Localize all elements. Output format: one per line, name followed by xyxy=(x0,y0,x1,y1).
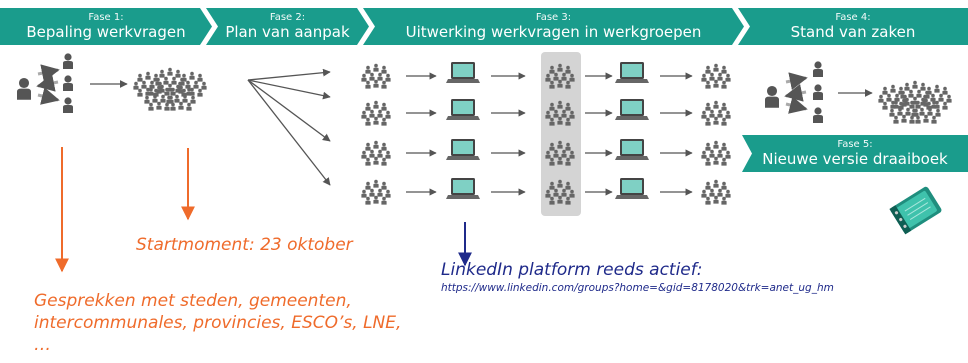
phase-5-title: Nieuwe versie draaiboek xyxy=(762,150,948,168)
phase-2-title: Plan van aanpak xyxy=(225,23,350,41)
group-icon xyxy=(878,81,951,124)
phase-2-label: Fase 2: xyxy=(269,12,306,23)
group-icon xyxy=(361,101,390,126)
person-icon xyxy=(63,53,73,69)
phase-4-title: Stand van zaken xyxy=(790,23,916,41)
group-icon xyxy=(361,141,390,166)
linkedin-url[interactable]: https://www.linkedin.com/groups?home=&gi… xyxy=(441,282,834,294)
person-icon xyxy=(17,77,31,100)
laptop-icon xyxy=(615,99,649,120)
laptop-icon xyxy=(446,139,480,160)
gesprekken-note: Gesprekken met steden, gemeenten, interc… xyxy=(34,291,402,355)
linkedin-note: LinkedIn platform reeds actief: xyxy=(441,260,703,280)
person-icon xyxy=(765,85,780,108)
phase-3-workflows xyxy=(361,62,730,205)
person-icon xyxy=(813,107,823,123)
group-icon xyxy=(361,180,390,205)
laptop-icon xyxy=(446,62,480,83)
phase-5-banner: Fase 5: Nieuwe versie draaiboek xyxy=(742,135,968,172)
phase-5-label: Fase 5: xyxy=(837,139,873,150)
phase-1-title: Bepaling werkvragen xyxy=(26,23,186,41)
phase-1-drawing xyxy=(17,53,207,113)
phase-3-banner: Fase 3: Uitwerking werkvragen in werkgro… xyxy=(363,8,744,45)
laptop-icon xyxy=(446,99,480,120)
phase-4-label: Fase 4: xyxy=(835,12,871,23)
person-icon xyxy=(63,75,73,91)
group-icon xyxy=(701,101,730,126)
phase-4-drawing xyxy=(765,61,952,123)
group-icon xyxy=(701,64,730,89)
group-icon xyxy=(361,64,390,89)
person-icon xyxy=(813,61,823,77)
phase-1-label: Fase 1: xyxy=(88,12,124,23)
phase-2-banner: Fase 2: Plan van aanpak xyxy=(206,8,369,45)
phase-4-banner: Fase 4: Stand van zaken xyxy=(738,8,968,45)
person-icon xyxy=(63,97,73,113)
phase-2-arrows xyxy=(247,68,331,186)
exchange-arrows-icon xyxy=(36,64,60,105)
phase-1-banner: Fase 1: Bepaling werkvragen xyxy=(0,8,212,45)
working-group-highlight xyxy=(541,52,581,216)
binder-icon xyxy=(889,186,942,235)
group-icon xyxy=(133,68,206,111)
laptop-icon xyxy=(615,178,649,199)
laptop-icon xyxy=(615,62,649,83)
exchange-arrows-icon xyxy=(784,72,808,114)
startmoment-note: Startmoment: 23 oktober xyxy=(136,235,353,255)
group-icon xyxy=(701,141,730,166)
phase-3-label: Fase 3: xyxy=(535,12,572,23)
person-icon xyxy=(813,84,823,100)
group-icon xyxy=(701,180,730,205)
laptop-icon xyxy=(615,139,649,160)
laptop-icon xyxy=(446,178,480,199)
phase-3-title: Uitwerking werkvragen in werkgroepen xyxy=(405,23,702,41)
